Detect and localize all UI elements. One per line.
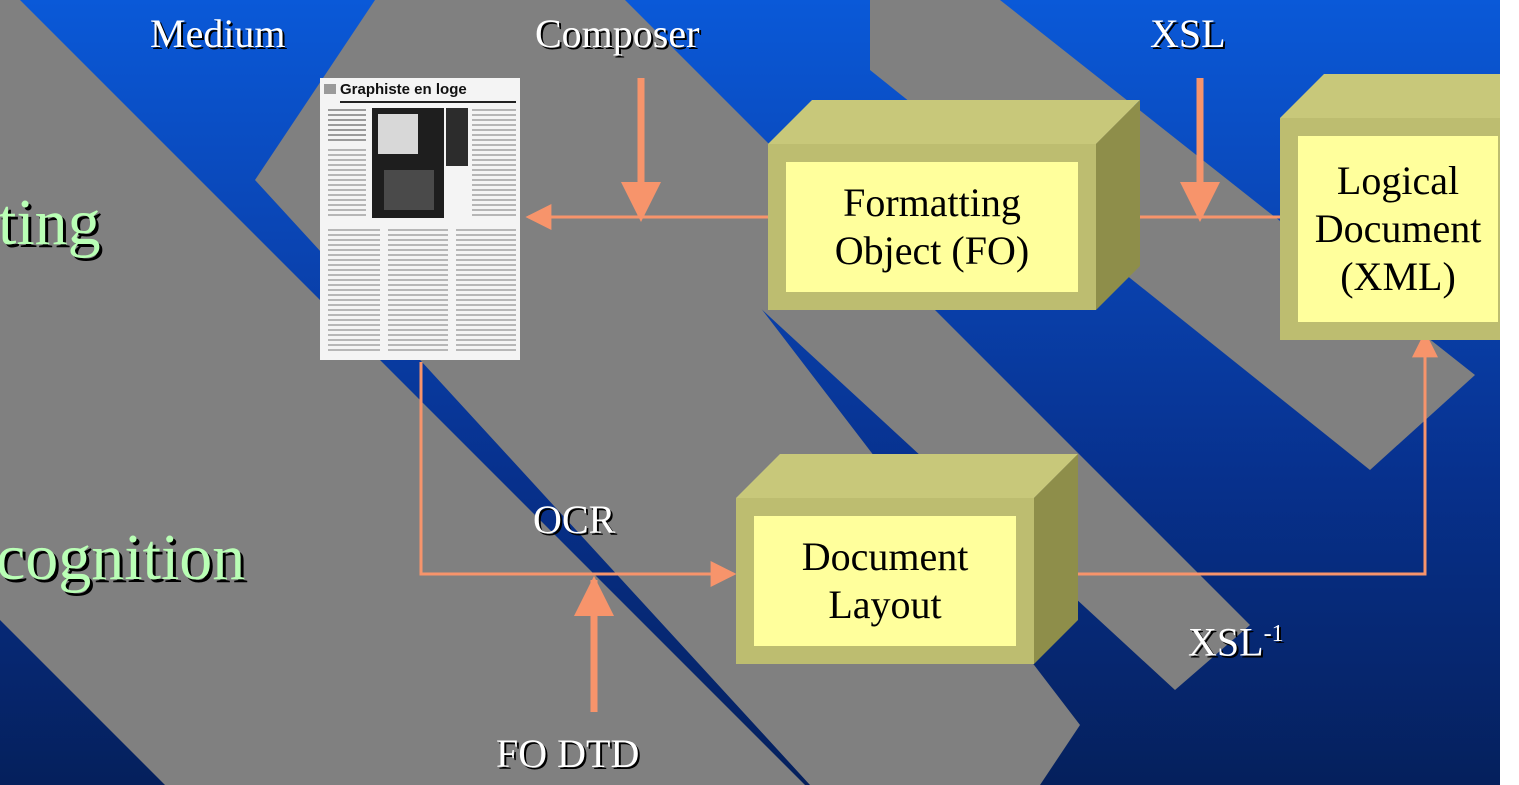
arrow-medium-to-layout — [419, 362, 737, 587]
logical-document-text: Logical Document (XML) — [1298, 136, 1498, 322]
box-front-face: Logical Document (XML) — [1280, 118, 1500, 340]
document-layout-text: Document Layout — [754, 516, 1016, 646]
box-front-face: Document Layout — [736, 498, 1034, 664]
ocr-label: OCR — [533, 497, 616, 542]
formatting-object-box: Formatting Object (FO) — [768, 100, 1140, 310]
xsl-inverse-base: XSL — [1188, 619, 1264, 665]
box-top-face — [768, 100, 1140, 144]
formatting-object-text: Formatting Object (FO) — [786, 162, 1078, 292]
composer-label: Composer — [535, 11, 700, 56]
logical-document-box: Logical Document (XML) — [1280, 74, 1500, 340]
medium-label: Medium — [150, 11, 286, 56]
box-top-face — [1280, 74, 1500, 118]
newspaper-page-artwork — [320, 78, 520, 360]
document-layout-box: Document Layout — [736, 454, 1078, 664]
fo-dtd-label: FO DTD — [496, 731, 640, 776]
box-front-face: Formatting Object (FO) — [768, 144, 1096, 310]
box-top-face — [736, 454, 1078, 498]
xsl-label: XSL — [1150, 11, 1226, 56]
side-label-formatting: ting — [0, 186, 101, 259]
xsl-inverse-superscript: -1 — [1263, 621, 1284, 647]
side-label-recognition: cognition — [0, 521, 246, 594]
xsl-inverse-label: XSL-1 — [1188, 622, 1284, 662]
newspaper-page-image: Graphiste en loge — [320, 78, 520, 360]
newspaper-headline: Graphiste en loge — [340, 81, 467, 98]
arrow-layout-to-xml — [1042, 331, 1438, 576]
